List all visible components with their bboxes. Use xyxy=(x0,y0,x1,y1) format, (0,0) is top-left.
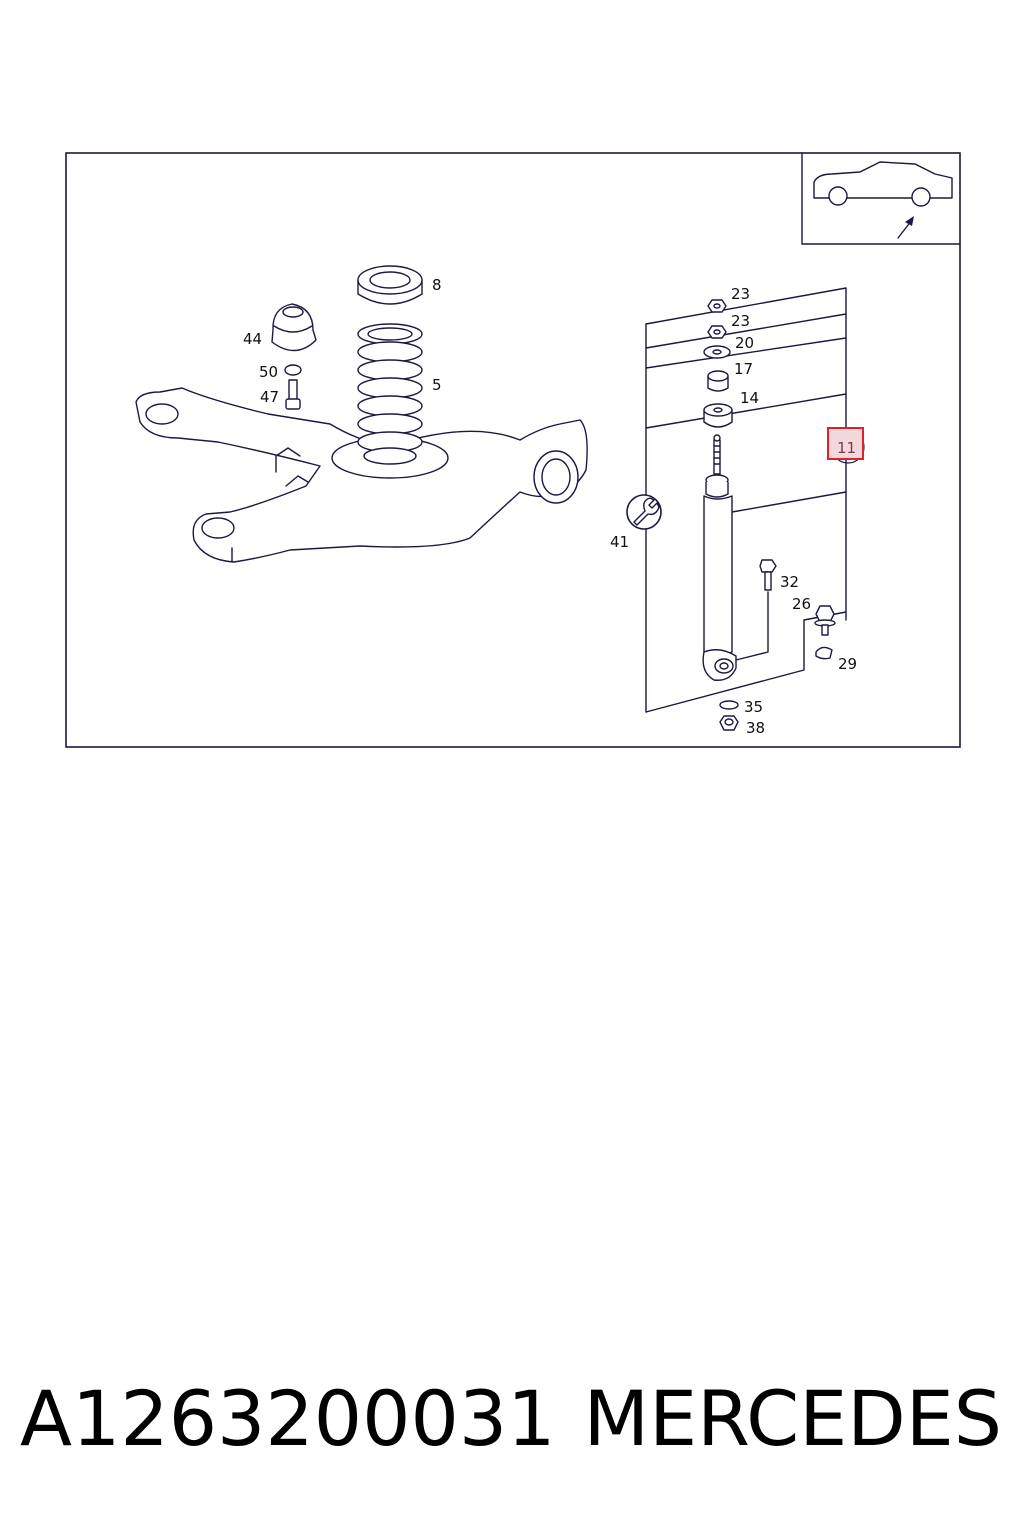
bolt-47 xyxy=(285,379,301,410)
callout-20[interactable]: 20 xyxy=(735,334,754,352)
callout-44[interactable]: 44 xyxy=(243,330,262,348)
callout-8[interactable]: 8 xyxy=(432,276,442,294)
bolt-32 xyxy=(759,559,777,591)
callout-38[interactable]: 38 xyxy=(746,719,765,737)
bolt-26 xyxy=(814,605,836,636)
footer-bar: A1263200031 MERCEDES xyxy=(0,1360,1024,1480)
callout-11-highlight[interactable]: 11 xyxy=(827,427,865,464)
parts-diagram: 8 44 50 47 5 xyxy=(65,152,961,748)
callout-11[interactable]: 11 xyxy=(837,439,856,457)
washer-35 xyxy=(719,700,739,710)
callout-41[interactable]: 41 xyxy=(610,533,629,551)
callout-14[interactable]: 14 xyxy=(740,389,759,407)
part-number: A1263200031 xyxy=(20,1374,556,1463)
bushing-14 xyxy=(703,403,733,428)
bushing-17 xyxy=(707,370,729,392)
callout-29[interactable]: 29 xyxy=(838,655,857,673)
washer-20 xyxy=(703,345,731,359)
callout-5[interactable]: 5 xyxy=(432,376,442,394)
callout-17[interactable]: 17 xyxy=(734,360,753,378)
nut-23-top xyxy=(707,299,727,313)
callout-23-lower[interactable]: 23 xyxy=(731,312,750,330)
shock-absorber xyxy=(702,434,769,681)
wrench-icon xyxy=(626,494,662,530)
callout-50[interactable]: 50 xyxy=(259,363,278,381)
callout-32[interactable]: 32 xyxy=(780,573,799,591)
car-locator-inset xyxy=(801,152,961,245)
nut-38 xyxy=(719,715,739,731)
nut-23-lower xyxy=(707,325,727,339)
callout-47[interactable]: 47 xyxy=(260,388,279,406)
diagram-frame xyxy=(65,152,961,748)
callout-23-top[interactable]: 23 xyxy=(731,285,750,303)
spring-seat-ring xyxy=(357,265,423,305)
callout-26[interactable]: 26 xyxy=(792,595,811,613)
washer-50 xyxy=(284,364,302,376)
brand-name: MERCEDES xyxy=(583,1374,1002,1463)
bump-stop xyxy=(271,303,317,352)
callout-35[interactable]: 35 xyxy=(744,698,763,716)
clip-29 xyxy=(815,646,833,660)
coil-spring xyxy=(357,323,423,465)
